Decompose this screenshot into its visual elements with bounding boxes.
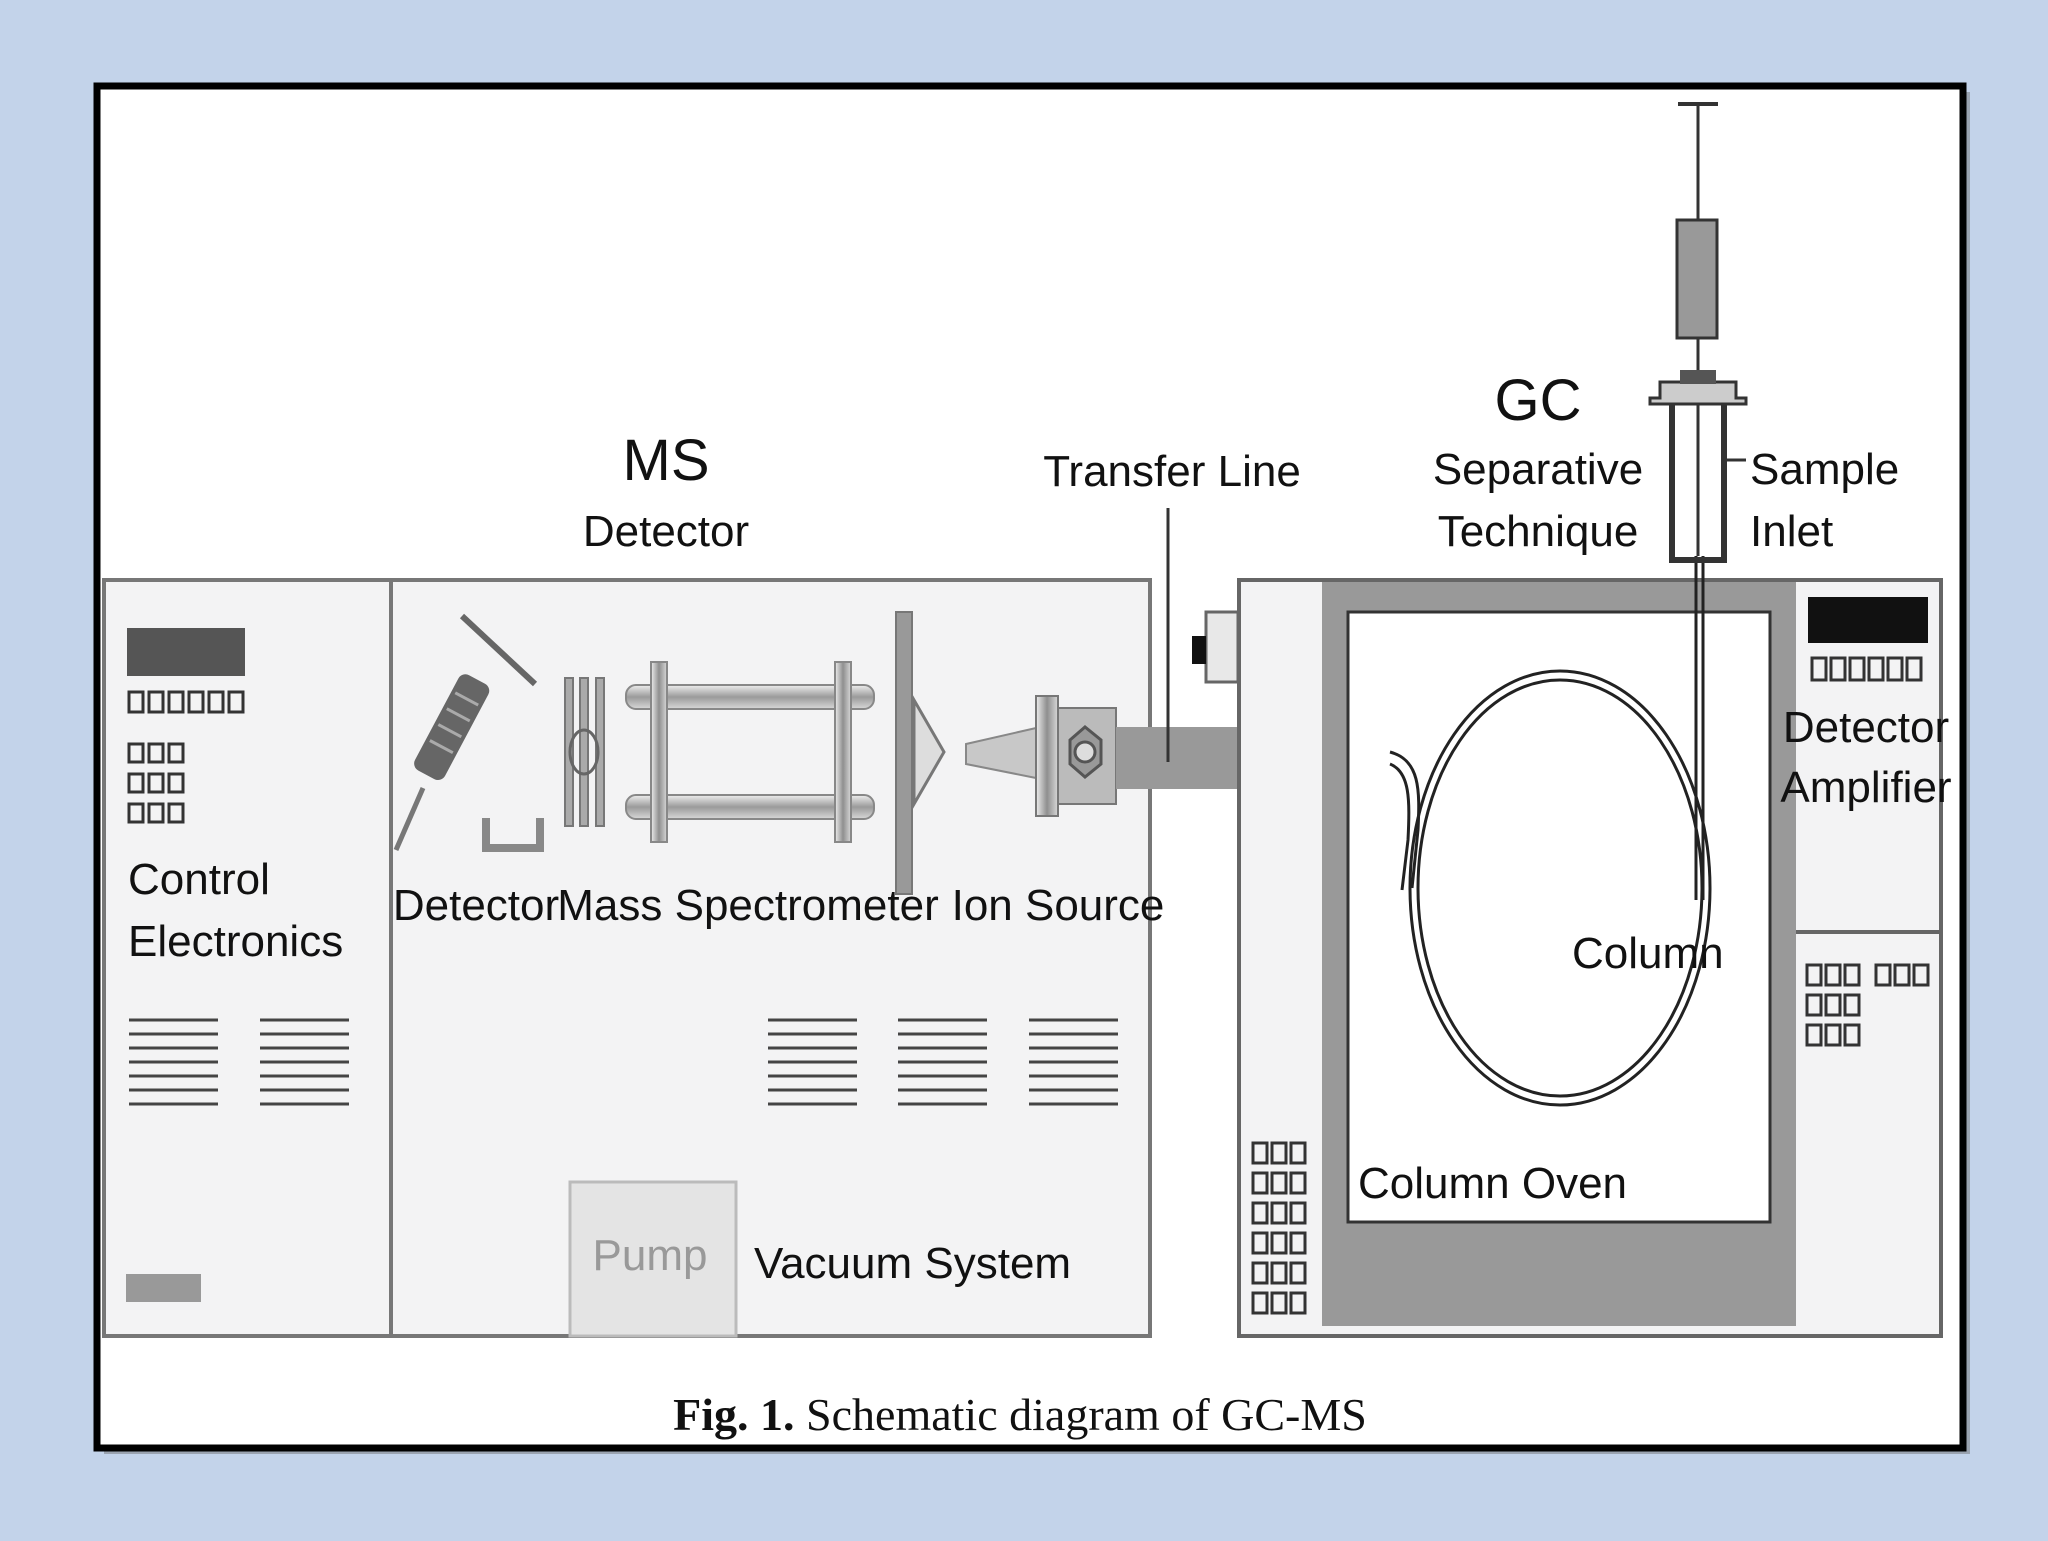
- gc-right-keypad: [1805, 963, 1930, 1047]
- mass-spectrometer-label: Mass Spectrometer: [557, 881, 938, 930]
- gc-title: GC: [1495, 368, 1582, 433]
- ms-vent-3: [1029, 1018, 1118, 1106]
- detector-component: [393, 613, 544, 852]
- column-oven: [1322, 582, 1796, 1326]
- detector-label: Detector: [393, 881, 559, 930]
- control-display: [127, 628, 245, 676]
- ms-vent-1: [768, 1018, 857, 1106]
- ion-source: [965, 695, 1117, 817]
- column-oven-label: Column Oven: [1358, 1159, 1627, 1208]
- vacuum-system-label: Vacuum System: [754, 1239, 1071, 1288]
- control-vent-right: [260, 1018, 349, 1106]
- detector-amplifier-label-line2: Amplifier: [1780, 763, 1951, 812]
- control-slot: [126, 1274, 201, 1302]
- figure-caption-text: Schematic diagram of GC-MS: [806, 1389, 1367, 1440]
- sample-inlet: [1648, 102, 1748, 563]
- control-keypad: [127, 742, 185, 824]
- figure-caption-prefix: Fig. 1.: [673, 1389, 794, 1440]
- lens-plates: [564, 677, 605, 827]
- sample-inlet-label-line1: Sample: [1750, 445, 1899, 494]
- gc-subtitle-line1: Separative: [1433, 445, 1643, 494]
- pump-box: [568, 1180, 738, 1338]
- control-vent-left: [129, 1018, 218, 1106]
- transfer-line-label: Transfer Line: [1043, 447, 1301, 496]
- ion-source-label: Ion Source: [952, 881, 1165, 930]
- pump-label: Pump: [593, 1231, 708, 1280]
- gc-subtitle-line2: Technique: [1438, 507, 1639, 556]
- figure-caption: Fig. 1. Schematic diagram of GC-MS: [673, 1389, 1367, 1440]
- column-coil: [1389, 556, 1712, 1107]
- gc-keypad: [1251, 1141, 1307, 1315]
- column-label: Column: [1572, 929, 1724, 978]
- detector-amplifier-panel: [1796, 597, 1941, 1047]
- ms-vent-2: [898, 1018, 987, 1106]
- control-electronics-label-line1: Control: [128, 855, 270, 904]
- quadrupole: [625, 611, 946, 895]
- amplifier-display: [1808, 597, 1928, 643]
- sample-inlet-label-line2: Inlet: [1750, 507, 1833, 556]
- ms-subtitle: Detector: [583, 507, 749, 556]
- control-electronics-panel: [126, 628, 349, 1302]
- control-button-row: [127, 690, 245, 714]
- detector-amplifier-label-line1: Detector: [1783, 703, 1949, 752]
- control-electronics-label-line2: Electronics: [128, 917, 343, 966]
- ms-title: MS: [623, 428, 710, 493]
